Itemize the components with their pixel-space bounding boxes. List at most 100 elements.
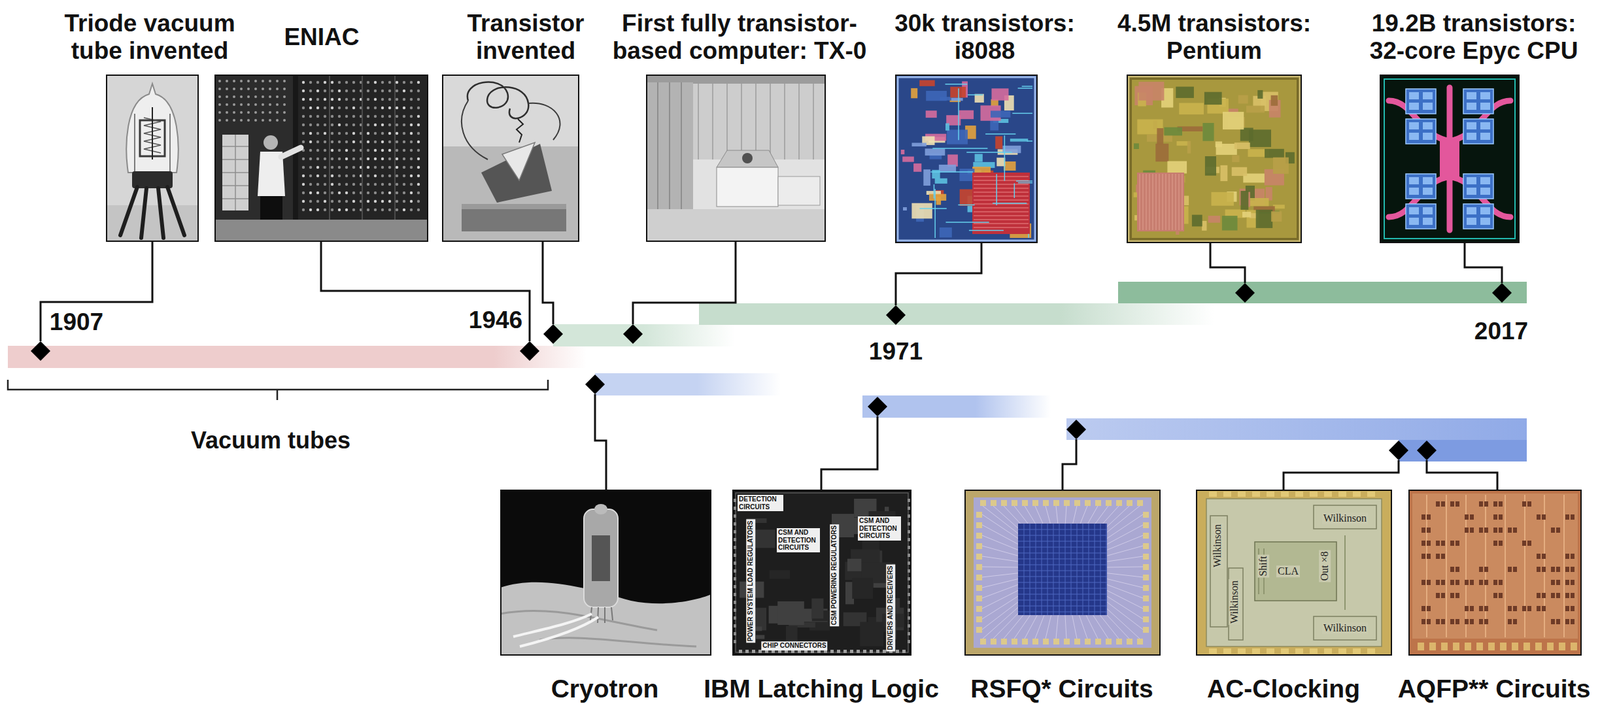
bond-pad (733, 600, 737, 605)
photo (105, 74, 199, 242)
panel-knob (395, 123, 399, 127)
die-block (1204, 92, 1223, 105)
josephson-junction (1550, 593, 1555, 599)
josephson-junction (1426, 579, 1431, 586)
milestone-caption: IBM Latching Logic (703, 675, 939, 704)
metal-trace (1021, 85, 1033, 87)
bond-pad (1511, 642, 1519, 651)
photo-ground (442, 74, 580, 242)
milestone-caption: Transistor invented (447, 9, 605, 65)
metal-trace (1026, 140, 1033, 142)
panel-knob (302, 81, 305, 84)
josephson-junction (1435, 553, 1440, 560)
cache-column (1149, 173, 1151, 231)
bond-pad (733, 593, 737, 597)
photo-frame: Transistor invented (442, 74, 580, 242)
panel-knob (374, 183, 377, 186)
die-block (974, 154, 983, 163)
panel-knob (381, 81, 384, 84)
panel-knob (352, 208, 356, 212)
die-block (912, 143, 927, 148)
label-box: Shift (1257, 554, 1270, 578)
panel-knob (374, 149, 377, 152)
die-block (1241, 190, 1249, 210)
panel-knob (330, 200, 334, 203)
die-block (1138, 81, 1164, 101)
die-block (1202, 122, 1214, 142)
bond-pad (1417, 642, 1425, 651)
josephson-junction (1565, 606, 1570, 612)
panel-knob (345, 183, 348, 186)
josephson-junction (1469, 619, 1474, 625)
label-box: CSM POWERING REGULATORS (829, 524, 839, 627)
josephson-junction (1556, 593, 1561, 599)
panel-knob (402, 81, 406, 84)
josephson-junction (1479, 606, 1483, 612)
die-block (1238, 95, 1249, 104)
label-box: 1907 (49, 309, 104, 337)
panel-knob (417, 132, 420, 135)
panel-knob (316, 174, 320, 178)
panel-knob (345, 191, 348, 195)
milestone-diamond (885, 305, 906, 325)
panel-knob (352, 200, 356, 203)
metal-trace (995, 173, 998, 206)
bond-pad (1142, 606, 1149, 613)
panel-knob (409, 132, 413, 135)
leader-line (895, 243, 982, 306)
panel-knob (338, 106, 341, 110)
core (1409, 92, 1419, 100)
panel-knob (366, 191, 370, 195)
josephson-junction (1541, 566, 1546, 573)
bond-pad (1252, 648, 1260, 654)
die-block (1256, 209, 1274, 229)
josephson-junction (1541, 514, 1546, 520)
bond-pad (907, 577, 911, 581)
bond-pad (784, 649, 788, 654)
photo-frame: Cryotron (500, 489, 712, 656)
panel-knob (218, 119, 222, 122)
milestone-diamond (1235, 283, 1255, 303)
panel-knob (247, 95, 250, 99)
josephson-junction (1550, 579, 1555, 586)
josephson-junction (1507, 527, 1512, 533)
panel-knob (268, 79, 272, 83)
bond-pad (1429, 642, 1436, 651)
bond-pad (1464, 642, 1472, 651)
josephson-junction (1513, 527, 1517, 533)
milestone-caption: RSFQ* Circuits (970, 675, 1154, 704)
tube-tip (594, 504, 608, 515)
bond-pad (778, 649, 782, 654)
panel-knob (345, 81, 348, 84)
panel-knob (338, 200, 341, 203)
leader-line (40, 241, 153, 342)
bond-pad (1223, 491, 1232, 497)
bond-pad (907, 545, 911, 550)
panel-knob (345, 140, 348, 144)
memory-row (973, 184, 1029, 186)
panel-knob (302, 98, 305, 101)
die-block (1246, 105, 1265, 114)
josephson-junction (1556, 619, 1561, 625)
panel-knob (309, 89, 312, 93)
panel-knob (388, 200, 392, 203)
chip-block-label: Wilkinson (1322, 512, 1368, 525)
panel-knob (374, 123, 377, 127)
panel-knob (345, 123, 348, 127)
era-bar (7, 345, 587, 369)
panel-knob (409, 140, 413, 144)
bond-pad (804, 649, 808, 654)
panel-knob (254, 87, 257, 91)
die-block (902, 156, 915, 163)
josephson-junction (1498, 527, 1503, 533)
die-edge (1128, 76, 1300, 242)
josephson-junction (1565, 579, 1570, 586)
josephson-junction (1441, 540, 1446, 546)
bias-line (1484, 494, 1487, 638)
chip-field (1206, 498, 1382, 647)
bond-pad (830, 649, 834, 654)
panel-knob (218, 95, 222, 99)
bond-pad (907, 514, 911, 518)
panel-knob (225, 95, 229, 99)
core (1480, 187, 1491, 195)
